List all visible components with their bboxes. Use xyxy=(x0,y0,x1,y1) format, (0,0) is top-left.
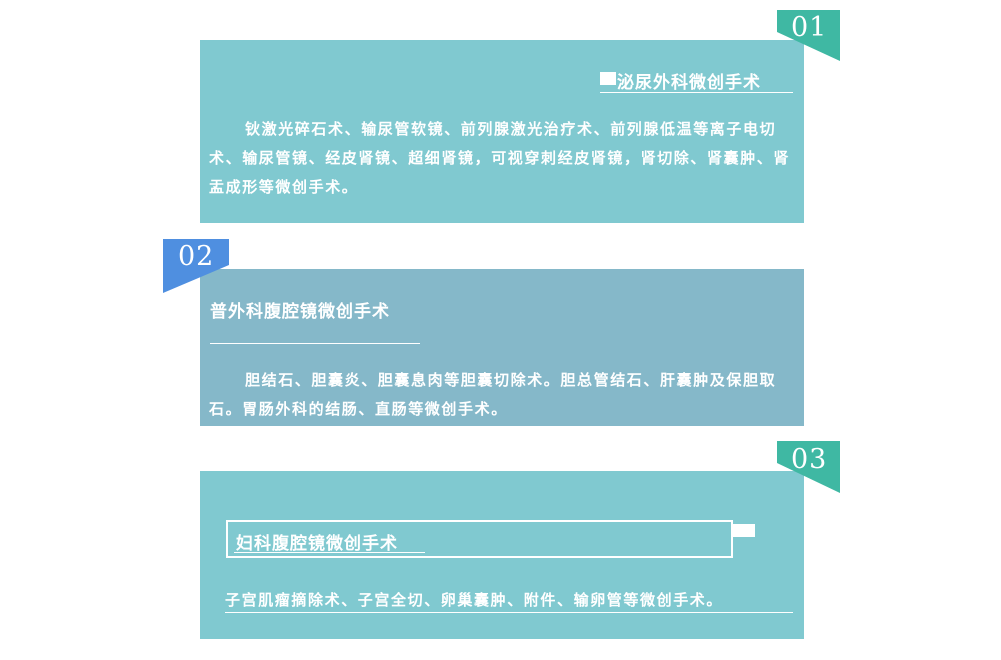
title-frame xyxy=(226,520,733,558)
section-card-urology: 泌尿外科微创手术 钬激光碎石术、输尿管软镜、前列腺激光治疗术、前列腺低温等离子电… xyxy=(200,40,804,223)
title-underline xyxy=(234,552,425,553)
frame-tab xyxy=(733,524,755,537)
section-title: 妇科腹腔镜微创手术 xyxy=(236,534,398,554)
section-number: 01 xyxy=(791,12,828,43)
section-title: 泌尿外科微创手术 xyxy=(617,73,761,93)
title-marker xyxy=(600,72,616,85)
section-number-tag: 03 xyxy=(777,441,840,493)
section-body: 子宫肌瘤摘除术、子宫全切、卵巢囊肿、附件、输卵管等微创手术。 xyxy=(225,591,724,609)
body-underline xyxy=(225,612,793,613)
section-card-general-surgery: 普外科腹腔镜微创手术 胆结石、胆囊炎、胆囊息肉等胆囊切除术。胆总管结石、肝囊肿及… xyxy=(200,269,804,426)
section-body: 钬激光碎石术、输尿管软镜、前列腺激光治疗术、前列腺低温等离子电切术、输尿管镜、经… xyxy=(209,120,791,196)
section-number-tag: 01 xyxy=(777,10,840,61)
section-number: 03 xyxy=(791,444,828,475)
section-number-tag: 02 xyxy=(163,239,229,294)
section-card-gynecology: 妇科腹腔镜微创手术 子宫肌瘤摘除术、子宫全切、卵巢囊肿、附件、输卵管等微创手术。 xyxy=(200,471,804,639)
section-number: 02 xyxy=(178,241,215,272)
section-title: 普外科腹腔镜微创手术 xyxy=(210,302,390,322)
title-underline xyxy=(600,92,793,93)
title-underline xyxy=(210,343,420,344)
section-body: 胆结石、胆囊炎、胆囊息肉等胆囊切除术。胆总管结石、肝囊肿及保胆取石。胃肠外科的结… xyxy=(209,371,777,418)
